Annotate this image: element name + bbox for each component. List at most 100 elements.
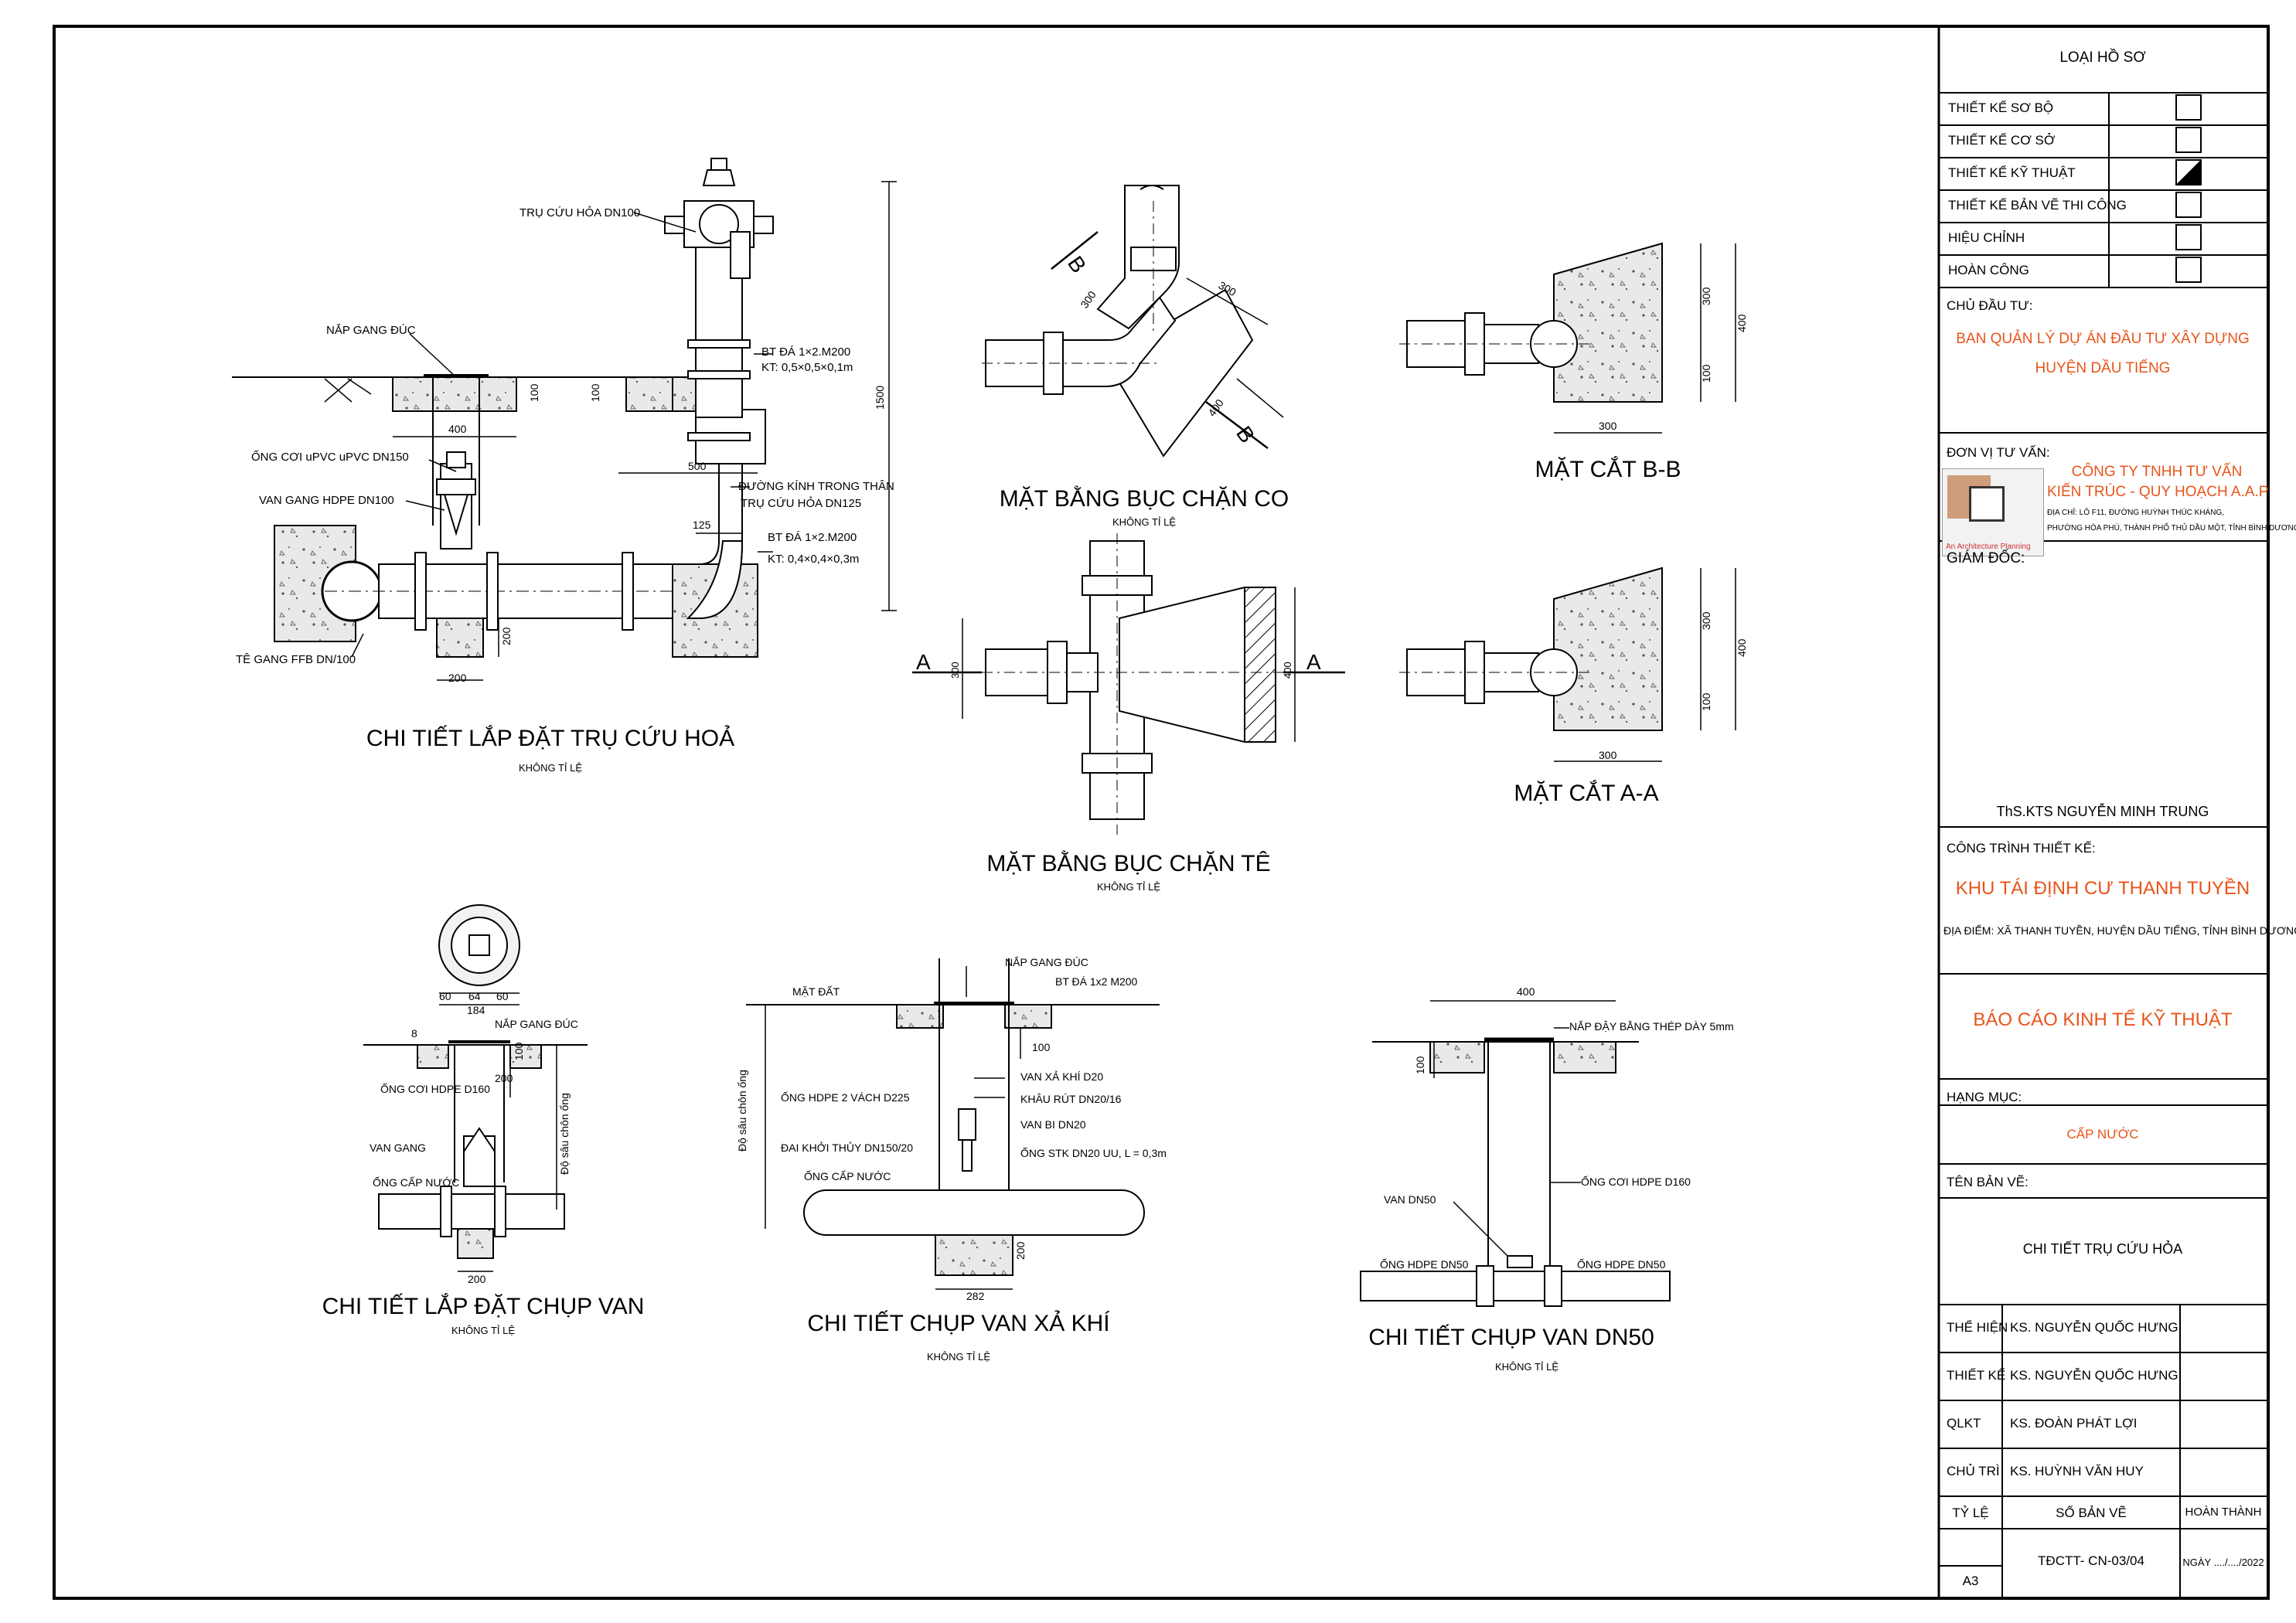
consultant-label: ĐƠN VỊ TƯ VẤN: [1947,445,2050,460]
vc-label-pipe: ỐNG CƠI HDPE D160 [380,1082,490,1095]
dim-av-282: 282 [966,1290,985,1302]
logo-text: An Architecture Planning [1946,543,2031,551]
dn50-label-lid: NẮP ĐẬY BẰNG THÉP DÀY 5mm [1569,1019,1734,1033]
dim-vc-8: 8 [411,1027,417,1039]
label-hdpe-valve: VAN GANG HDPE DN100 [259,494,394,507]
plan-elbow-drawing [982,185,1284,458]
owner-line2: HUYỆN DẦU TIẾNG [2035,360,2171,376]
stage-checkbox-4[interactable] [2175,224,2202,250]
drawing-label: TÊN BẢN VẼ: [1947,1175,2029,1189]
stage-label-0: THIẾT KẾ SƠ BỘ [1948,100,2054,115]
dim-elbow-300a: 300 [1078,288,1099,310]
project-location: ĐỊA ĐIỂM: XÃ THANH TUYỀN, HUYỆN DẦU TIẾN… [1943,924,2296,937]
item-label: HẠNG MỤC: [1947,1090,2022,1104]
section-aa-text: 300 100 400 300 MẶT CẮT A-A [1514,611,1748,806]
hydrant-detail-text: TRỤ CỨU HỎA DN100 NẮP GANG ĐÚC BT ĐÁ 1×2… [236,206,894,774]
sheet-no-label: SỐ BẢN VẼ [2056,1506,2127,1520]
completed-label: HOÀN THÀNH [2185,1506,2262,1519]
av-label-cover: NẮP GANG ĐÚC [1005,955,1088,968]
dim-100a: 100 [528,383,540,402]
plan-tee-drawing [912,533,1345,835]
valve-cover-title: CHI TIẾT LẮP ĐẶT CHỤP VAN [322,1293,645,1319]
dim-bb-300-v: 300 [1700,287,1712,305]
section-bb-title: MẶT CẮT B-B [1535,456,1681,482]
stage-checkbox-1[interactable] [2175,127,2202,153]
valve-cover-scale: KHÔNG TỈ LỆ [451,1325,515,1336]
staff-name-1: KS. NGUYỄN QUỐC HƯNG [2010,1368,2178,1383]
dim-vc-100: 100 [513,1042,525,1060]
section-bb-drawing [1399,242,1736,434]
owner-label: CHỦ ĐẦU TƯ: [1947,298,2033,313]
stage-label-2: THIẾT KẾ KỸ THUẬT [1948,165,2076,180]
stage-checkbox-5[interactable] [2175,257,2202,283]
av-label-hdpe: ỐNG HDPE 2 VÁCH D225 [781,1091,910,1104]
dim-dn50-400: 400 [1517,985,1535,998]
dim-vc-200b: 200 [468,1273,486,1285]
company-logo: An Architecture Planning [1942,468,2044,556]
staff-name-2: KS. ĐOÀN PHÁT LỢI [2010,1416,2138,1431]
completion-date: NGÀY ..../..../2022 [2182,1557,2264,1568]
hydrant-detail [232,158,897,681]
cut-a-left: A [916,650,931,674]
label-cast-cover: NẮP GANG ĐÚC [326,323,416,337]
av-label-water-pipe: ỐNG CẤP NƯỚC [804,1169,891,1182]
dim-aa-300: 300 [1599,749,1617,761]
project-name: KHU TÁI ĐỊNH CƯ THANH TUYỀN [1955,878,2250,899]
section-aa-drawing [1399,567,1736,762]
sheet-no: TĐCTT- CN-03/04 [2038,1553,2144,1568]
vc-label-valve: VAN GANG [370,1142,426,1154]
dim-bb-100: 100 [1700,364,1712,383]
label-hydrant: TRỤ CỨU HỎA DN100 [519,206,640,219]
consultant-line2: KIẾN TRÚC - QUY HOẠCH A.A.P [2047,484,2269,500]
dn50-text: 400 NẮP ĐẬY BẰNG THÉP DÀY 5mm 100 ỐNG CƠ… [1368,985,1733,1373]
dim-vc-60a: 60 [439,990,451,1002]
drawing-name: CHI TIẾT TRỤ CỨU HỎA [2022,1241,2183,1257]
av-label-ball-valve: VAN BI DN20 [1020,1118,1086,1131]
label-upvc-pipe: ỐNG CƠI uPVC uPVC DN150 [251,450,409,464]
stage-checkbox-2-checked[interactable] [2175,159,2202,185]
staff-name-3: KS. HUỲNH VĂN HUY [2010,1464,2144,1478]
dn50-label-pipe-right: ỐNG HDPE DN50 [1577,1257,1666,1271]
dim-125: 125 [693,519,711,531]
stage-checkbox-3[interactable] [2175,192,2202,218]
report-name: BÁO CÁO KINH TẾ KỸ THUẬT [1973,1009,2233,1030]
cut-b-bot: B [1231,422,1259,447]
staff-role-2: QLKT [1947,1416,1981,1431]
av-label-ground: MẶT ĐẤT [792,985,840,998]
hydrant-scale: KHÔNG TỈ LỆ [519,762,582,774]
title-block-lines [1939,92,2268,1598]
label-tee: TÊ GANG FFB DN/100 [236,653,356,666]
plan-tee-text: A A 300 400 MẶT BẰNG BỤC CHẶN TÊ KHÔNG T… [916,650,1321,893]
air-valve-scale: KHÔNG TỈ LỆ [927,1351,990,1363]
dim-bb-400: 400 [1736,314,1748,332]
dn50-label-valve: VAN DN50 [1384,1193,1436,1206]
stage-label-3: THIẾT KẾ BẢN VẼ THI CÔNG [1948,198,2127,213]
staff-name-0: KS. NGUYỄN QUỐC HƯNG [2010,1320,2178,1335]
dim-dn50-100: 100 [1414,1056,1426,1074]
dim-vc-184: 184 [467,1004,485,1016]
dim-bb-300: 300 [1599,420,1617,432]
valve-cover-drawing [363,904,588,1272]
air-valve-title: CHI TIẾT CHỤP VAN XẢ KHÍ [807,1310,1110,1336]
av-label-air-valve: VAN XẢ KHÍ D20 [1020,1070,1103,1083]
staff-role-1: THIẾT KẾ [1947,1368,2006,1383]
project-label: CÔNG TRÌNH THIẾT KẾ: [1947,841,2096,856]
label-inner-dia: ĐƯỜNG KÍNH TRONG THÂN [738,480,894,493]
dim-aa-100: 100 [1700,692,1712,711]
air-valve-text: NẮP GANG ĐÚC MẶT ĐẤT BT ĐÁ 1x2 M200 100 … [736,955,1167,1363]
vc-label-depth: Độ sâu chôn ống [558,1093,571,1175]
dim-vc-200a: 200 [495,1072,513,1084]
dim-200a: 200 [448,672,467,684]
label-concrete-top: BT ĐÁ 1×2.M200 [761,345,850,359]
title-block: LOẠI HỒ SƠ THIẾT KẾ SƠ BỘ THIẾT KẾ CƠ SỞ… [1939,28,2296,1597]
dim-av-200: 200 [1014,1241,1027,1260]
stage-checkbox-0[interactable] [2175,94,2202,121]
director-label: GIÁM ĐỐC: [1947,550,2025,567]
av-label-stk: ỐNG STK DN20 UU, L = 0,3m [1020,1146,1167,1159]
label-concrete-bot-kt: KT: 0,4×0,4×0,3m [768,553,859,566]
section-bb-text: 300 100 400 300 MẶT CẮT B-B [1535,287,1748,482]
dim-aa-400: 400 [1736,638,1748,657]
consultant-line1: CÔNG TY TNHH TƯ VẤN [2071,464,2243,480]
section-aa-title: MẶT CẮT A-A [1514,780,1658,806]
staff-role-3: CHỦ TRÌ [1947,1464,2000,1478]
